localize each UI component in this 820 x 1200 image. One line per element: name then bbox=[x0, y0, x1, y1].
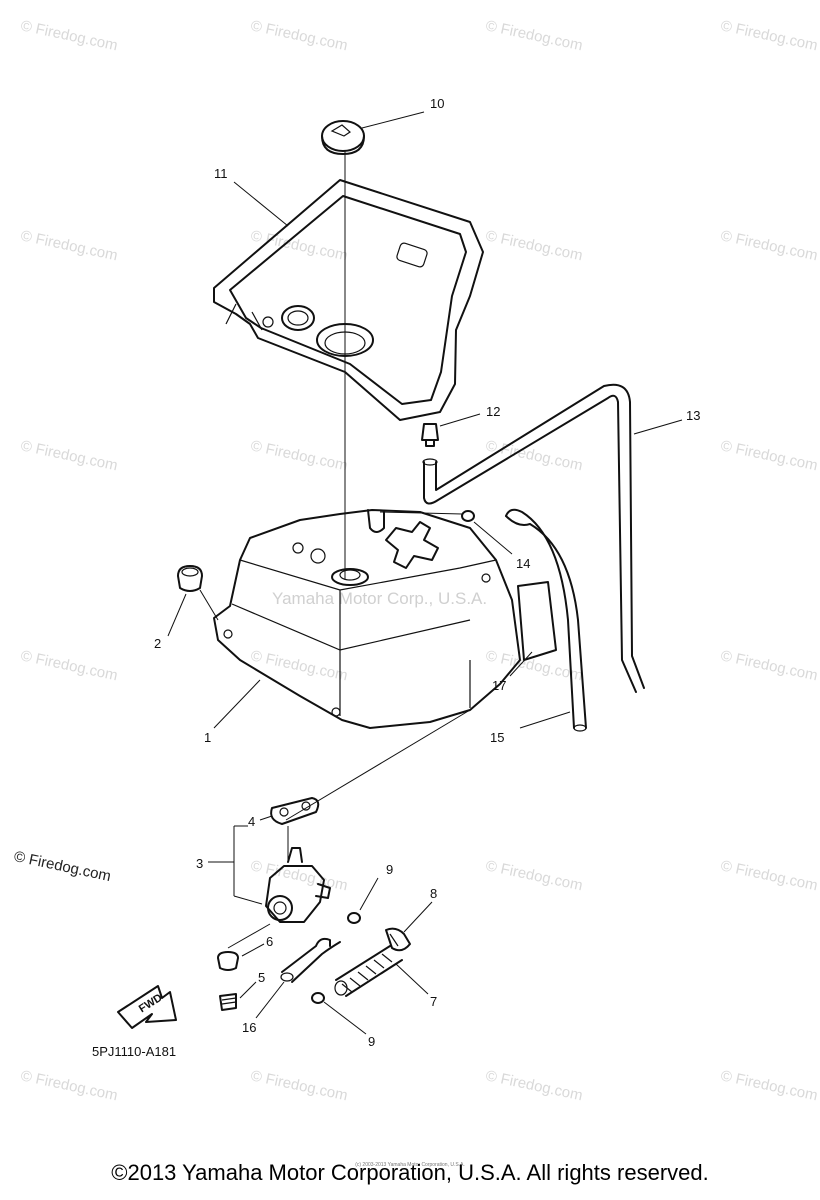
part-4-gasket bbox=[270, 797, 320, 825]
callout-6: 6 bbox=[266, 934, 273, 949]
part-10-filler-cap bbox=[321, 120, 365, 155]
part-14-clip bbox=[379, 510, 475, 522]
watermark: © Firedog.com bbox=[719, 227, 819, 264]
callout-10: 10 bbox=[430, 96, 444, 111]
watermark: © Firedog.com bbox=[484, 227, 584, 264]
callout-3: 3 bbox=[196, 856, 203, 871]
watermark: © Firedog.com bbox=[719, 647, 819, 684]
part-12-fitting bbox=[421, 423, 439, 447]
callout-12: 12 bbox=[486, 404, 500, 419]
watermark: © Firedog.com bbox=[484, 857, 584, 894]
part-11-tank-cover bbox=[213, 179, 484, 421]
callout-14: 14 bbox=[516, 556, 530, 571]
callout-5: 5 bbox=[258, 970, 265, 985]
watermark: © Firedog.com bbox=[249, 1067, 349, 1104]
watermark: © Firedog.com bbox=[719, 17, 819, 54]
part-3-fuel-cock bbox=[265, 826, 331, 923]
watermark: © Firedog.com bbox=[249, 437, 349, 474]
callout-11: 11 bbox=[214, 166, 228, 181]
watermark: © Firedog.com bbox=[19, 647, 119, 684]
watermark: © Firedog.com bbox=[19, 227, 119, 264]
callout-13: 13 bbox=[686, 408, 700, 423]
watermark-grid: © Firedog.com © Firedog.com © Firedog.co… bbox=[19, 17, 819, 1104]
part-9-clip-upper bbox=[347, 912, 361, 924]
watermark: © Firedog.com bbox=[249, 17, 349, 54]
center-watermark: Yamaha Motor Corp., U.S.A. bbox=[272, 589, 487, 608]
part-5-drain-screw bbox=[219, 993, 237, 1011]
callout-8: 8 bbox=[430, 886, 437, 901]
diagram-code: 5PJ1110-A181 bbox=[92, 1044, 176, 1059]
watermark: © Firedog.com bbox=[19, 17, 119, 54]
part-9-clip-lower bbox=[311, 992, 325, 1004]
callout-4: 4 bbox=[248, 814, 255, 829]
watermark: © Firedog.com bbox=[19, 437, 119, 474]
fwd-arrow-icon: FWD bbox=[117, 985, 177, 1029]
watermark: © Firedog.com bbox=[719, 437, 819, 474]
watermark: © Firedog.com bbox=[484, 17, 584, 54]
callout-9-upper: 9 bbox=[386, 862, 393, 877]
callout-7: 7 bbox=[430, 994, 437, 1009]
callout-15: 15 bbox=[490, 730, 504, 745]
leader-lines bbox=[167, 111, 683, 1035]
footer-copyright: ©2013 Yamaha Motor Corporation, U.S.A. A… bbox=[111, 1160, 709, 1185]
part-13-breather-pipe bbox=[422, 383, 645, 693]
callout-16: 16 bbox=[242, 1020, 256, 1035]
watermark: © Firedog.com bbox=[19, 1067, 119, 1104]
watermark: © Firedog.com bbox=[719, 1067, 819, 1104]
part-6-cup bbox=[217, 923, 271, 971]
watermark: © Firedog.com bbox=[719, 857, 819, 894]
part-16-short-hose bbox=[280, 937, 341, 983]
part-1-fuel-tank bbox=[213, 509, 521, 729]
callout-17: 17 bbox=[492, 678, 506, 693]
callout-labels: 10 11 12 13 14 2 17 1 15 4 3 9 8 6 5 7 1… bbox=[154, 96, 700, 1049]
watermark: © Firedog.com bbox=[484, 1067, 584, 1104]
watermark: © Firedog.com bbox=[249, 857, 349, 894]
fine-print: (c) 2003-2013 Yamaha Motor Corporation, … bbox=[355, 1162, 465, 1168]
part-2-grommet bbox=[177, 565, 219, 621]
callout-9-lower: 9 bbox=[368, 1034, 375, 1049]
part-7-fuel-hose bbox=[334, 945, 403, 997]
callout-2: 2 bbox=[154, 636, 161, 651]
callout-1: 1 bbox=[204, 730, 211, 745]
part-8-hose-joint bbox=[385, 927, 411, 952]
part-17-pad bbox=[517, 581, 557, 661]
part-15-drain-hose bbox=[505, 508, 587, 732]
watermark: © Firedog.com bbox=[249, 647, 349, 684]
